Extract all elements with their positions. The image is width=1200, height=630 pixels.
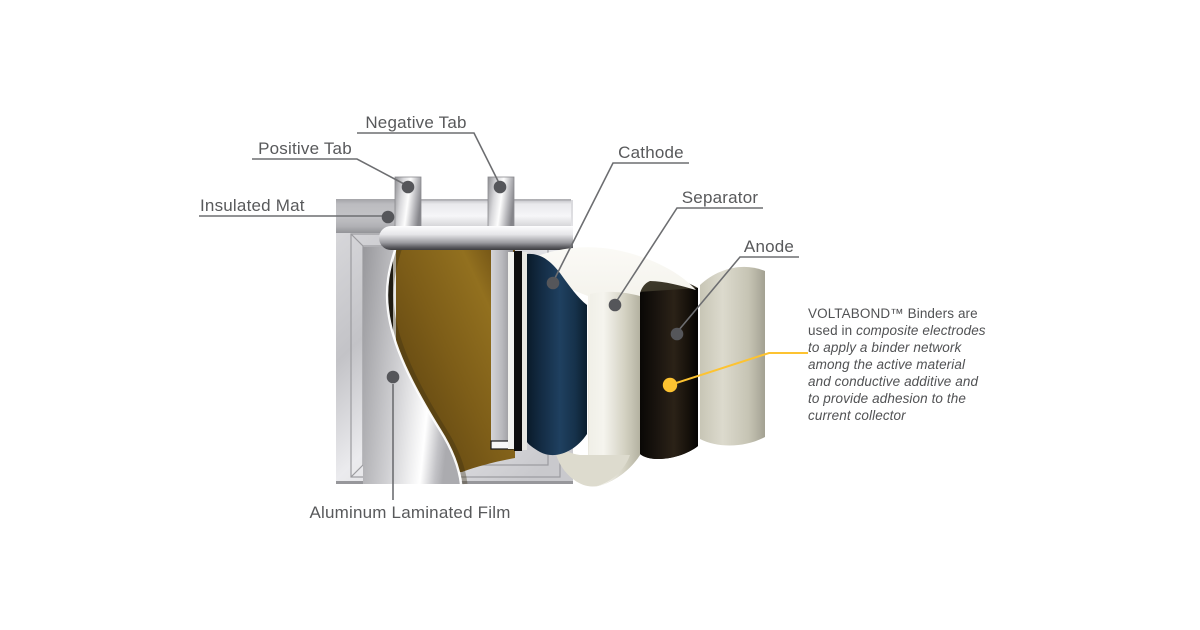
separator-leader [615, 207, 763, 303]
separator-dot [608, 298, 622, 312]
right-collector-sheet [700, 266, 765, 446]
positive-tab-leader [252, 158, 407, 186]
cathode-dot [546, 276, 560, 290]
separator-label: Separator [682, 188, 759, 207]
negative-tab-dot [493, 180, 507, 194]
cell-top-bar [379, 226, 573, 250]
negative-tab-label: Negative Tab [365, 113, 466, 132]
cathode-edge-white-left [508, 252, 514, 449]
insulated-mat-label: Insulated Mat [200, 196, 305, 215]
tab-strip-lower [490, 230, 514, 450]
separator-bottom-curl [554, 443, 630, 487]
insulated-mat-dot [381, 210, 395, 224]
leader-lines [199, 132, 799, 500]
voltabond-dot [662, 377, 678, 393]
voltabond-leader [669, 352, 808, 386]
positive-tab-dot [401, 180, 415, 194]
voltabond-annotation-lead: VOLTABOND™ Binders are used in [808, 306, 978, 338]
voltabond-annotation: VOLTABOND™ Binders are used in composite… [808, 305, 990, 424]
positive-tab-label: Positive Tab [258, 139, 352, 158]
cathode-edge-black [514, 251, 522, 451]
flap-shadow [388, 246, 468, 485]
marker-dots [381, 180, 684, 384]
cathode-leader [553, 162, 689, 281]
negative-tab-leader [357, 132, 501, 186]
cathode-label: Cathode [618, 143, 684, 162]
anode-layer [638, 288, 698, 459]
voltabond-annotation-italic: composite electrodes to apply a binder n… [808, 323, 986, 423]
film-dot [386, 370, 400, 384]
separator-front-face [588, 291, 640, 487]
anode-dot [670, 327, 684, 341]
cathode-layer-group [508, 251, 587, 456]
anode-leader [677, 256, 799, 332]
film-flap [363, 246, 468, 485]
cathode-edge-white-right [522, 252, 527, 450]
aluminum-film-label: Aluminum Laminated Film [309, 503, 510, 522]
cathode-layer [527, 253, 587, 456]
flap-edge-highlight [385, 246, 463, 485]
anode-label: Anode [744, 237, 794, 256]
